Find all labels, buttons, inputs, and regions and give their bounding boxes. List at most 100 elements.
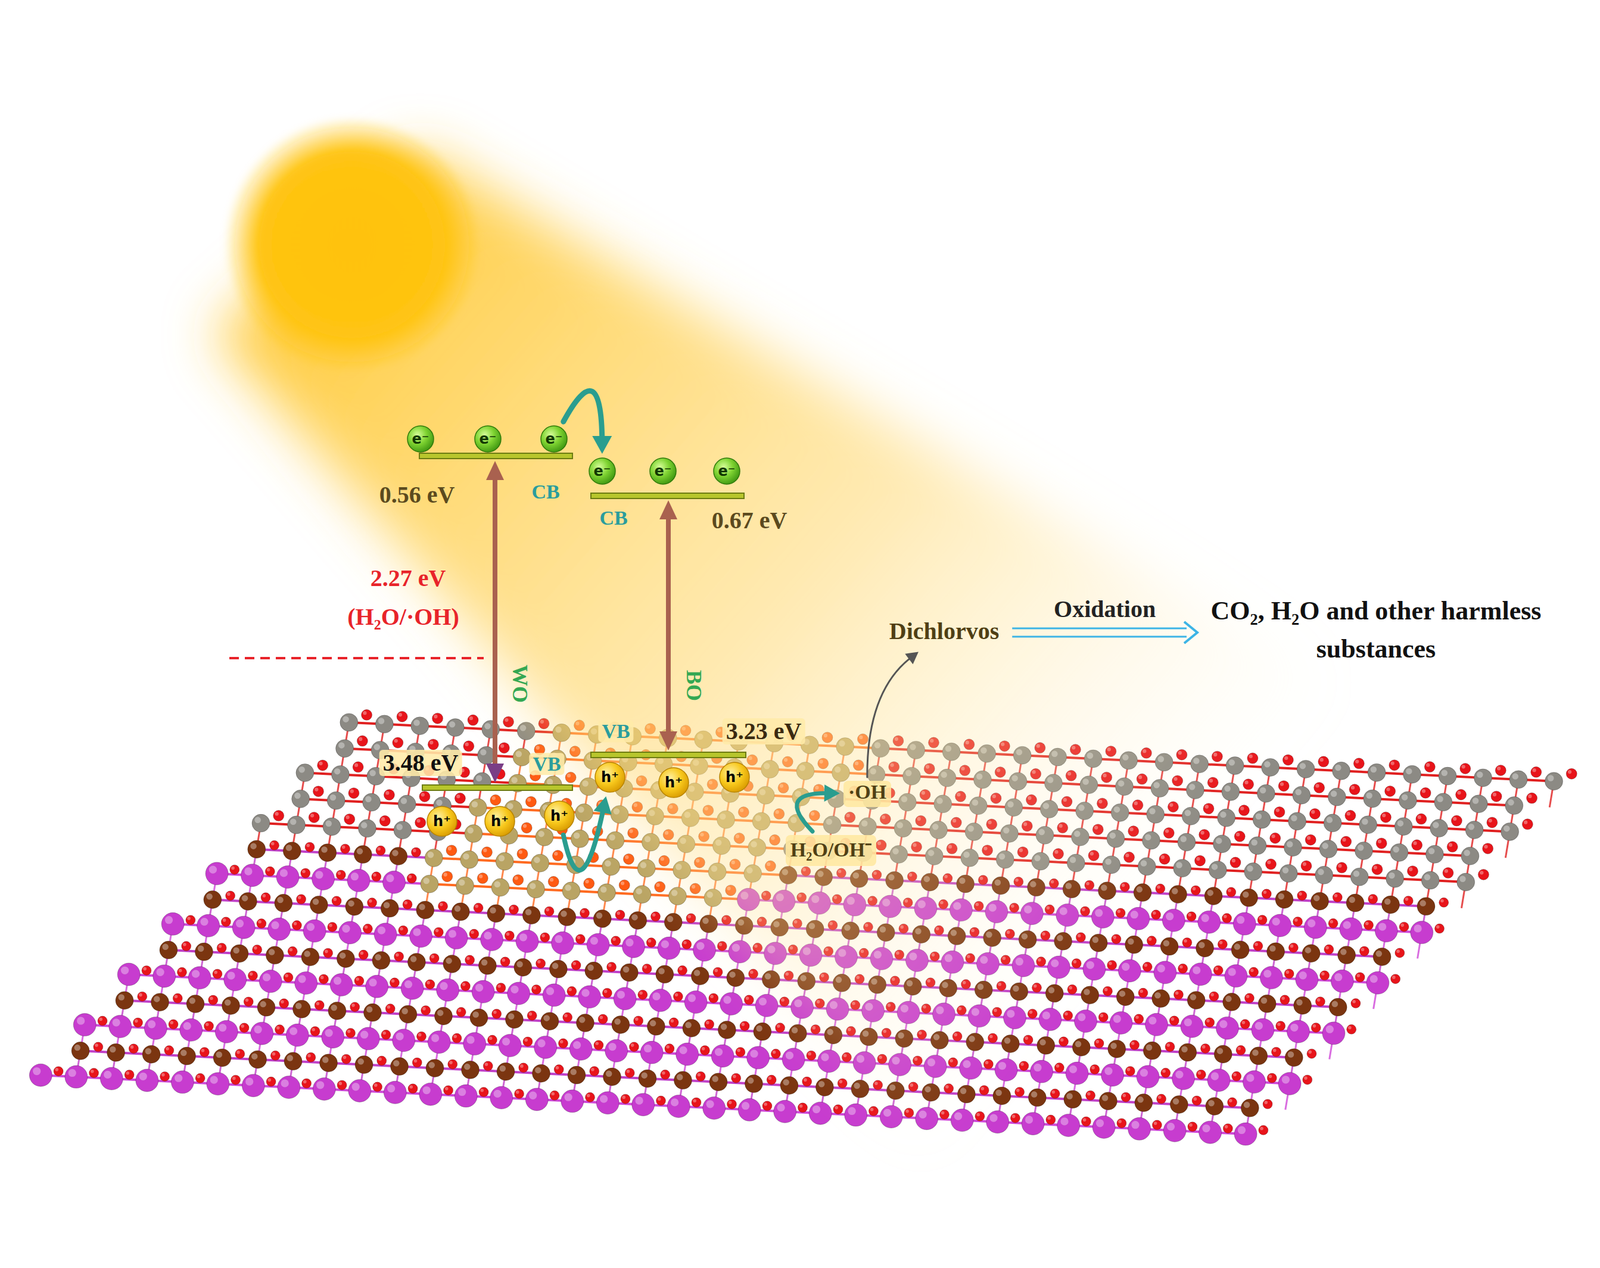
atom xyxy=(713,967,723,977)
atom-highlight xyxy=(749,970,754,975)
atom xyxy=(1395,948,1405,958)
atom-highlight xyxy=(271,921,279,930)
atom-highlight xyxy=(427,851,435,859)
atom xyxy=(291,789,310,808)
atom xyxy=(205,862,229,886)
atom xyxy=(161,912,185,936)
atom-highlight xyxy=(209,865,217,874)
atom-highlight xyxy=(403,901,408,905)
atom-highlight xyxy=(391,850,399,857)
atom xyxy=(1403,765,1422,784)
atom-highlight xyxy=(345,815,350,820)
atom xyxy=(544,906,554,917)
atom xyxy=(446,845,457,856)
atom xyxy=(380,899,399,918)
atom-highlight xyxy=(1349,897,1356,904)
atom-highlight xyxy=(431,954,435,959)
atom-highlight xyxy=(1278,893,1285,901)
atom xyxy=(571,960,581,971)
atom-highlight xyxy=(262,894,266,898)
atom xyxy=(1303,916,1327,939)
atom xyxy=(654,881,666,893)
atom xyxy=(1366,971,1390,995)
atom-highlight xyxy=(511,776,518,784)
atom xyxy=(340,713,359,732)
atom-highlight xyxy=(268,948,276,956)
atom-highlight xyxy=(514,876,518,880)
atom-highlight xyxy=(529,882,537,890)
atom-highlight xyxy=(399,927,404,932)
atom-highlight xyxy=(1436,925,1440,929)
atom-highlight xyxy=(1361,947,1365,952)
atom-highlight xyxy=(1192,966,1201,974)
atom-highlight xyxy=(554,935,563,943)
atom-highlight xyxy=(1305,947,1312,954)
atom-highlight xyxy=(1532,768,1536,773)
atom xyxy=(1323,814,1342,833)
atom xyxy=(383,870,406,894)
atom-highlight xyxy=(1384,898,1391,905)
atom xyxy=(344,813,356,825)
atom xyxy=(593,909,612,928)
atom xyxy=(296,894,307,905)
atom-highlight xyxy=(378,717,385,725)
atom xyxy=(1354,842,1373,861)
atom-highlight xyxy=(253,946,258,951)
atom-highlight xyxy=(400,797,408,805)
atom xyxy=(345,897,364,916)
atom-highlight xyxy=(374,744,381,751)
atom-highlight xyxy=(1426,763,1430,767)
atom-highlight xyxy=(541,934,546,938)
atom xyxy=(181,941,192,952)
atom xyxy=(1234,830,1245,842)
atom-highlight xyxy=(1496,766,1501,771)
atom xyxy=(622,935,646,958)
atom-highlight xyxy=(679,967,683,971)
atom xyxy=(433,927,444,938)
atom-highlight xyxy=(341,845,346,850)
atom-highlight xyxy=(474,904,479,909)
atom xyxy=(584,962,603,980)
atom xyxy=(392,737,404,749)
atom xyxy=(465,955,475,966)
atom xyxy=(538,718,550,730)
atom xyxy=(411,717,429,736)
atom xyxy=(1482,843,1494,855)
atom xyxy=(1460,763,1471,774)
atom-highlight xyxy=(540,720,544,724)
atom-highlight xyxy=(294,792,301,800)
atom-highlight xyxy=(1370,975,1378,983)
atom xyxy=(1244,863,1263,882)
atom-highlight xyxy=(1390,761,1395,765)
atom-highlight xyxy=(1392,846,1400,854)
atom xyxy=(504,931,515,941)
atom xyxy=(1249,967,1259,977)
atom xyxy=(197,914,220,938)
atom xyxy=(1261,889,1272,899)
atom xyxy=(1486,817,1498,828)
atom xyxy=(1288,942,1298,953)
atom xyxy=(535,827,554,846)
atom-highlight xyxy=(600,886,607,893)
atom xyxy=(498,742,510,754)
atom xyxy=(623,853,634,865)
atom xyxy=(1451,815,1462,827)
atom xyxy=(347,869,370,892)
atom-highlight xyxy=(187,916,191,921)
atom xyxy=(575,804,594,823)
atom xyxy=(274,894,293,912)
atom xyxy=(602,857,621,876)
atom-highlight xyxy=(162,944,169,951)
atom xyxy=(1353,758,1365,770)
atom-highlight xyxy=(1198,941,1206,949)
atom-highlight xyxy=(328,923,333,928)
atom-highlight xyxy=(483,848,487,852)
atom-highlight xyxy=(306,844,310,848)
atom xyxy=(551,931,575,955)
atom-highlight xyxy=(581,909,585,914)
atom xyxy=(397,795,416,814)
atom xyxy=(536,959,546,969)
atom-highlight xyxy=(285,844,293,852)
atom xyxy=(308,811,320,823)
atom-highlight xyxy=(1472,797,1480,805)
